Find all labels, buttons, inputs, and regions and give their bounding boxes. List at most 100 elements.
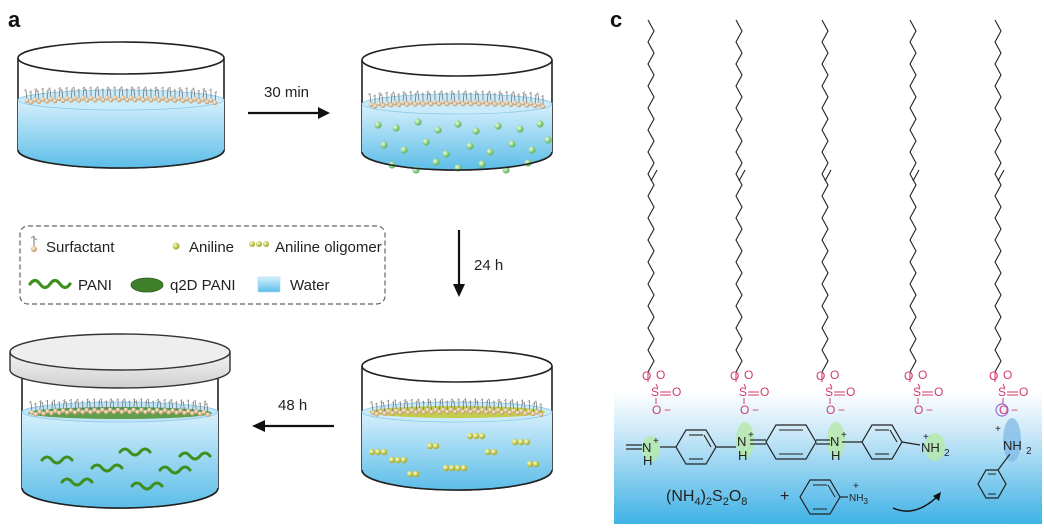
pani-chain <box>60 477 94 487</box>
surfactant-tail <box>498 90 501 94</box>
surfactant-tail <box>384 91 388 95</box>
surfactant-head <box>170 408 176 413</box>
surfactant-head <box>123 407 129 413</box>
surfactant-tail <box>88 86 92 89</box>
bond <box>655 383 659 389</box>
surfactant-tail <box>214 91 217 94</box>
surfactant-tail <box>513 91 516 102</box>
surfactant-head <box>528 101 534 106</box>
surfactant-head <box>372 103 378 109</box>
surfactant-tail <box>70 88 73 92</box>
surfactant-tail <box>156 398 159 409</box>
surfactant-tail <box>453 400 456 411</box>
surfactant-tail <box>463 90 466 93</box>
surfactant-head <box>80 95 86 101</box>
surfactant-head <box>72 96 78 101</box>
surfactant-head <box>150 409 156 415</box>
surfactant-head <box>180 98 186 104</box>
surfactant-head <box>491 410 497 415</box>
surfactant-tail <box>510 93 513 96</box>
surfactant-head <box>96 95 102 101</box>
surfactant-tail <box>159 400 162 411</box>
surfactant-tail <box>82 86 85 97</box>
surfactant-tail <box>134 400 137 403</box>
surfactant-head <box>182 410 187 416</box>
chem-NH2-end: NH <box>921 440 940 455</box>
surfactant-head <box>540 104 546 110</box>
oligomer-unit <box>374 448 382 456</box>
surfactant-tail <box>501 92 504 104</box>
pani-chain <box>158 465 192 475</box>
oxygen-label: O <box>816 369 825 383</box>
surfactant-tail <box>179 399 183 402</box>
surfactant-tail <box>450 398 453 409</box>
beaker-final-lidded <box>9 333 231 509</box>
minus-charge: − <box>926 403 933 417</box>
surfactant-tail <box>147 398 150 409</box>
surfactant-head <box>444 409 450 415</box>
surfactant-tail <box>89 400 91 411</box>
minus-charge: − <box>752 403 759 417</box>
surfactant-tail <box>451 400 455 403</box>
surfactant-head <box>516 102 522 108</box>
surfactant-tail <box>53 399 56 410</box>
surfactant-head <box>504 100 510 105</box>
surfactant-head <box>140 97 146 103</box>
oligomer-unit <box>484 448 492 456</box>
surfactant-tail <box>378 92 381 103</box>
surfactant-tail <box>61 89 64 100</box>
surfactant-tail <box>202 88 205 99</box>
surfactant-tail <box>142 88 145 99</box>
surfactant-tail <box>403 399 406 410</box>
surfactant-head <box>147 407 152 413</box>
oligomer-unit <box>394 456 402 464</box>
surfactant-tail <box>166 88 169 92</box>
surfactant-head <box>441 407 446 413</box>
surfactant-tail <box>169 86 172 98</box>
surfactant-tail <box>534 94 537 105</box>
minus-charge: − <box>664 403 671 417</box>
surfactant-tail <box>190 89 193 92</box>
surfactant-tail <box>379 93 382 97</box>
surfactant-head <box>192 96 198 102</box>
surfactant-head <box>186 408 191 414</box>
surfactant-tail <box>109 398 112 409</box>
surfactant-tail <box>406 401 409 412</box>
surfactant-tail <box>521 399 524 410</box>
surfactant-tail <box>172 88 176 92</box>
oligomer-unit <box>448 464 456 472</box>
surfactant-tail <box>97 86 100 97</box>
surfactant-head <box>188 98 194 104</box>
surfactant-tail <box>94 88 97 99</box>
surfactant-tail <box>480 90 484 93</box>
surfactant-tail <box>538 403 542 406</box>
chem-N2: N <box>737 434 746 449</box>
surfactant-tail <box>74 400 77 404</box>
surfactant-tail <box>204 403 208 406</box>
surfactant-tail <box>444 92 448 95</box>
surfactant-head <box>436 101 442 107</box>
surfactant-tail <box>180 399 183 410</box>
surfactant-tail <box>378 92 381 95</box>
surfactant-tail <box>393 91 396 102</box>
surfactant-tail <box>485 400 488 403</box>
surfactant-tail <box>74 400 77 412</box>
surfactant-tail <box>497 398 500 409</box>
surfactant-tail <box>438 92 441 103</box>
surfactant-tail <box>408 90 412 94</box>
surfactant-tail <box>465 90 468 101</box>
surfactant-head <box>80 410 86 415</box>
aniline-molecule <box>434 126 442 134</box>
surfactant-head <box>476 101 482 107</box>
oxygen-label: O <box>914 403 923 417</box>
arrow-step2-label: 24 h <box>474 257 503 274</box>
surfactant-head <box>534 409 540 415</box>
surfactant-tail <box>522 401 525 405</box>
oligomer-unit <box>406 470 414 478</box>
oligomer-unit <box>454 464 462 472</box>
anilinium-bound: + NH 2 <box>977 424 1032 499</box>
surfactant-tail <box>112 400 115 411</box>
surfactant-tail <box>130 86 133 97</box>
surfactant-tail <box>433 398 436 401</box>
oligomer-unit <box>466 432 474 440</box>
